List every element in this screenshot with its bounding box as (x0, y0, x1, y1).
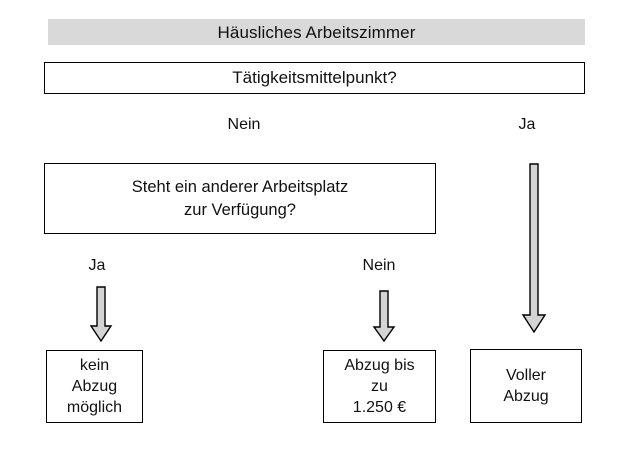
decision-node-arbeitsplatz-label: Steht ein anderer Arbeitsplatz zur Verfü… (128, 176, 352, 221)
outcome-node-voller-abzug-line-1: Voller (505, 366, 547, 384)
outcome-node-abzug-bis-1250: Abzug bis zu 1.250 € (323, 350, 436, 423)
down-arrow-icon-right (521, 163, 547, 333)
outcome-node-voller-abzug-line-2: Abzug (503, 388, 549, 405)
decision-node-taetigkeitsmittelpunkt: Tätigkeitsmittelpunkt? (44, 62, 585, 94)
outcome-node-kein-abzug: kein Abzug möglich (46, 350, 143, 423)
outcome-node-abzug-bis-1250-line-3: 1.250 € (352, 399, 407, 417)
down-arrow-icon-middle (372, 290, 396, 342)
outcome-node-kein-abzug-line-1: kein (79, 356, 110, 374)
outcome-node-kein-abzug-line-2: Abzug (71, 377, 118, 395)
outcome-node-voller-abzug-label: Voller Abzug (499, 365, 552, 408)
edge-label-decision1-yes: Ja (518, 116, 536, 133)
decision-node-arbeitsplatz-line-2: zur Verfügung? (184, 200, 296, 219)
edge-label-decision2-no: Nein (362, 257, 396, 274)
decision-node-arbeitsplatz: Steht ein anderer Arbeitsplatz zur Verfü… (44, 163, 436, 234)
down-arrow-icon-left (89, 286, 113, 342)
decision-node-arbeitsplatz-line-1: Steht ein anderer Arbeitsplatz (131, 178, 349, 197)
outcome-node-voller-abzug: Voller Abzug (470, 349, 582, 423)
edge-label-decision1-no: Nein (227, 116, 261, 133)
outcome-node-abzug-bis-1250-label: Abzug bis zu 1.250 € (340, 355, 418, 419)
outcome-node-kein-abzug-line-3: möglich (66, 399, 123, 417)
outcome-node-abzug-bis-1250-line-1: Abzug bis (344, 356, 415, 374)
edge-label-decision2-yes: Ja (88, 257, 106, 274)
decision-node-taetigkeitsmittelpunkt-label: Tätigkeitsmittelpunkt? (232, 67, 397, 87)
diagram-title: Häusliches Arbeitszimmer (217, 22, 416, 42)
outcome-node-abzug-bis-1250-line-2: zu (371, 377, 388, 395)
diagram-title-banner: Häusliches Arbeitszimmer (48, 19, 585, 45)
outcome-node-kein-abzug-label: kein Abzug möglich (63, 355, 126, 419)
